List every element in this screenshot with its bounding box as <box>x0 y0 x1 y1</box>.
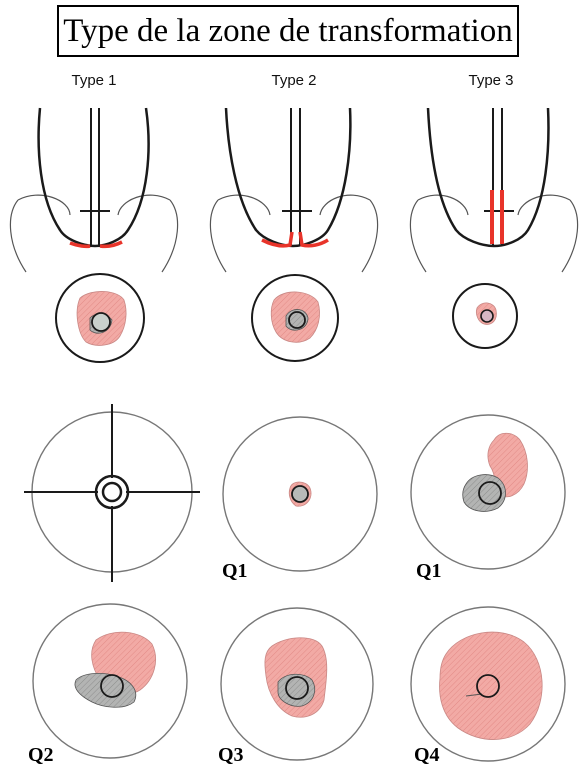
quadrant-label-row2-col2: Q1 <box>222 560 248 583</box>
quadrant-circle-row2-col2 <box>223 417 377 571</box>
quadrant-circle-row3-col3 <box>411 607 565 761</box>
cervix-profile-type-1 <box>10 108 177 272</box>
quadrant-label-row3-col3: Q4 <box>414 744 440 767</box>
cervix-profile-type-2 <box>210 108 377 272</box>
quadrant-circle-row3-col1 <box>33 604 187 758</box>
quadrant-circle-row3-col2 <box>221 608 373 760</box>
quadrant-label-row3-col2: Q3 <box>218 744 244 767</box>
quadrant-label-row2-col3: Q1 <box>416 560 442 583</box>
face-view-type-3 <box>453 284 517 348</box>
face-view-type-2 <box>252 275 338 361</box>
cervix-profile-type-3 <box>410 108 577 272</box>
quadrant-label-row3-col1: Q2 <box>28 744 54 767</box>
quadrant-reference-circle <box>24 404 200 582</box>
face-view-type-1 <box>56 274 144 362</box>
quadrant-circle-row2-col3 <box>411 415 565 569</box>
